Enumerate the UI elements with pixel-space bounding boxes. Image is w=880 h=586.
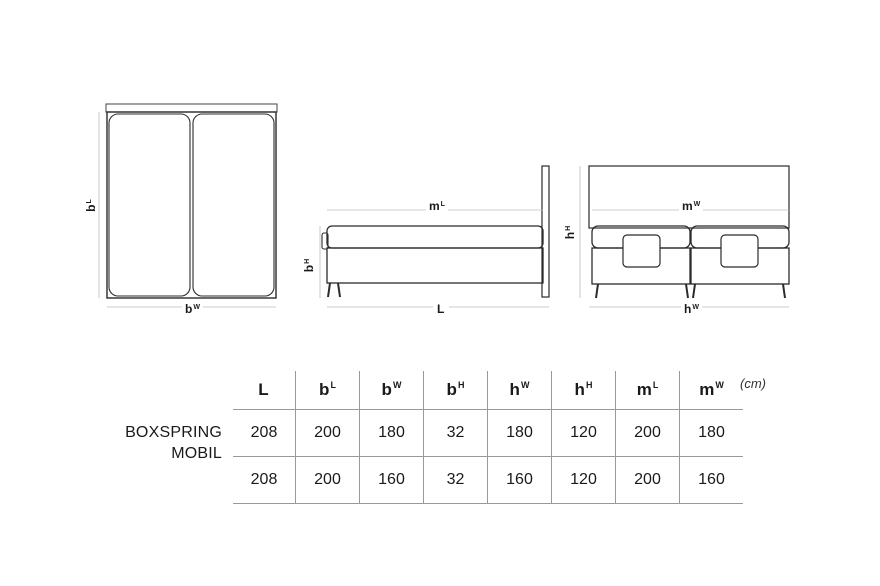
front-view-pillow-right — [720, 234, 759, 268]
table-cell: 180 — [679, 409, 743, 457]
front-total-width-label: hW — [681, 302, 702, 315]
table-row: 208 200 160 32 160 120 200 160 — [233, 456, 743, 504]
front-view — [579, 165, 790, 308]
table-cell: 200 — [615, 456, 680, 504]
table-cell: 120 — [551, 409, 616, 457]
header-hH: hH — [551, 371, 616, 410]
table-row: 208 200 180 32 180 120 200 180 — [233, 409, 743, 457]
header-bH: bH — [423, 371, 488, 410]
table-header-row: L bL bW bH hW hH mL mW — [233, 371, 743, 410]
side-view-mattress — [326, 225, 544, 249]
top-view-frame — [106, 111, 277, 299]
side-mattress-length-label: mL — [426, 199, 448, 212]
product-name-line2: MOBIL — [171, 445, 222, 462]
top-view-mattress-left — [108, 113, 191, 297]
front-view-leg-1 — [595, 283, 599, 299]
front-view-pillow-left — [622, 234, 661, 268]
side-bed-height-label: bH — [302, 258, 317, 273]
front-view-leg-3 — [692, 283, 696, 299]
header-bL: bL — [295, 371, 360, 410]
side-view-leg-back — [337, 282, 341, 298]
table-cell: 160 — [359, 456, 424, 504]
side-total-length-label: L — [433, 302, 450, 315]
front-view-headboard — [588, 165, 790, 229]
header-mL: mL — [615, 371, 680, 410]
top-view-mattress-right — [192, 113, 275, 297]
table-cell: 208 — [233, 456, 296, 504]
table-cell: 32 — [423, 409, 488, 457]
side-view-leg-front — [327, 282, 331, 298]
header-mW: mW — [679, 371, 743, 410]
product-name: BOXSPRING MOBIL — [125, 422, 222, 464]
unit-label: (cm) — [740, 376, 766, 391]
table-cell: 208 — [233, 409, 296, 457]
front-mattress-width-label: mW — [679, 199, 704, 212]
header-hW: hW — [487, 371, 552, 410]
top-length-label: bL — [83, 199, 98, 212]
side-view-headboard — [541, 165, 550, 298]
table-cell: 200 — [295, 409, 360, 457]
table-cell: 180 — [359, 409, 424, 457]
table-cell: 200 — [615, 409, 680, 457]
table-cell: 160 — [487, 456, 552, 504]
header-bW: bW — [359, 371, 424, 410]
table-cell: 120 — [551, 456, 616, 504]
top-width-label: bW — [182, 302, 203, 315]
side-view-box — [326, 247, 544, 284]
product-name-line1: BOXSPRING — [125, 424, 222, 441]
table-cell: 200 — [295, 456, 360, 504]
dimensions-table: L bL bW bH hW hH mL mW 208 200 180 32 18… — [233, 371, 743, 504]
header-L: L — [258, 380, 269, 399]
side-view-end-cap — [321, 232, 329, 250]
side-view — [319, 165, 550, 308]
front-headboard-height-label: hH — [563, 225, 578, 240]
table-cell: 180 — [487, 409, 552, 457]
top-view-headboard — [105, 103, 278, 113]
front-view-leg-2 — [685, 283, 689, 299]
table-cell: 160 — [679, 456, 743, 504]
top-view — [98, 103, 278, 308]
front-view-leg-4 — [782, 283, 786, 299]
table-cell: 32 — [423, 456, 488, 504]
